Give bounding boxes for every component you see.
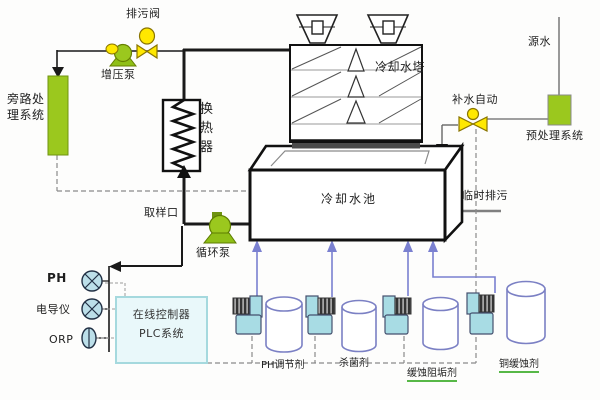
pretreatment-box — [547, 94, 572, 126]
source-water-label: 源水 — [528, 35, 551, 48]
dosing-copper-label: 铜缓蚀剂 — [499, 358, 539, 373]
ph-meter-label: PH — [47, 271, 67, 285]
cooling-tower — [289, 14, 423, 143]
makeup-valve-icon — [458, 107, 488, 132]
plc-box — [115, 296, 208, 364]
drain-valve-icon — [136, 27, 158, 60]
dosing-supply-lines — [256, 246, 496, 298]
tower-spray-nozzles — [346, 47, 366, 124]
heat-exchanger-label: 换热器 — [200, 102, 214, 155]
tank-copper — [506, 289, 546, 345]
pretreatment-label: 预处理系统 — [526, 129, 584, 142]
heat-exchanger — [161, 98, 202, 178]
cooling-pool-label: 冷却水池 — [321, 192, 378, 206]
bypass-column — [47, 75, 69, 156]
tower-fill-louvers — [291, 46, 422, 124]
dosing-ph-label: PH调节剂 — [261, 360, 305, 371]
heat-exchanger-coil — [169, 98, 197, 170]
booster-pump-label: 增压泵 — [101, 68, 136, 81]
chemical-tanks — [265, 280, 546, 353]
dosing-arrows — [252, 240, 438, 252]
cooling-pool — [247, 141, 465, 244]
tank-inhibitor — [422, 304, 459, 351]
plc-label-line1: 在线控制器 — [132, 308, 191, 321]
conductivity-sensor-icon — [81, 298, 103, 320]
pool-inner-rim — [270, 150, 430, 167]
tank-biocide — [341, 307, 377, 353]
booster-pump-icon — [105, 43, 138, 67]
ph-sensor-icon — [81, 270, 103, 292]
dosing-pump-4 — [466, 292, 495, 335]
circulation-pump-label: 循环泵 — [196, 246, 231, 259]
circulation-pump-icon — [202, 212, 237, 244]
bypass-system-label-line1: 旁路处 — [7, 92, 45, 106]
dosing-pump-1 — [232, 295, 263, 335]
sampling-port-label: 取样口 — [144, 206, 179, 219]
dosing-pump-3 — [382, 295, 412, 335]
tank-ph — [265, 304, 303, 353]
dosing-inhibitor-label: 缓蚀阻垢剂 — [407, 367, 457, 382]
cooling-tower-label: 冷却水塔 — [375, 60, 426, 74]
makeup-valve-label: 补水自动 — [452, 93, 498, 106]
temporary-drain-label: 临时排污 — [462, 189, 508, 202]
flow-arrow-to-sensors — [109, 261, 121, 272]
bypass-system-label-line2: 理系统 — [7, 108, 45, 122]
plc-label-line2: PLC系统 — [139, 327, 184, 340]
flow-arrow-into-exchanger — [177, 165, 191, 178]
dosing-pump-2 — [305, 295, 336, 335]
tower-basin-shadow — [292, 143, 420, 149]
conductivity-meter-label: 电导仪 — [36, 303, 71, 316]
orp-meter-label: ORP — [49, 333, 74, 346]
orp-sensor-icon — [81, 327, 97, 349]
dosing-biocide-label: 杀菌剂 — [339, 358, 369, 369]
fan-unit-left — [295, 14, 339, 44]
fan-unit-right — [366, 14, 410, 44]
pipe-network-gray — [441, 17, 560, 213]
drain-valve-label: 排污阀 — [126, 7, 161, 20]
flow-arrow-into-bypass — [52, 67, 64, 78]
